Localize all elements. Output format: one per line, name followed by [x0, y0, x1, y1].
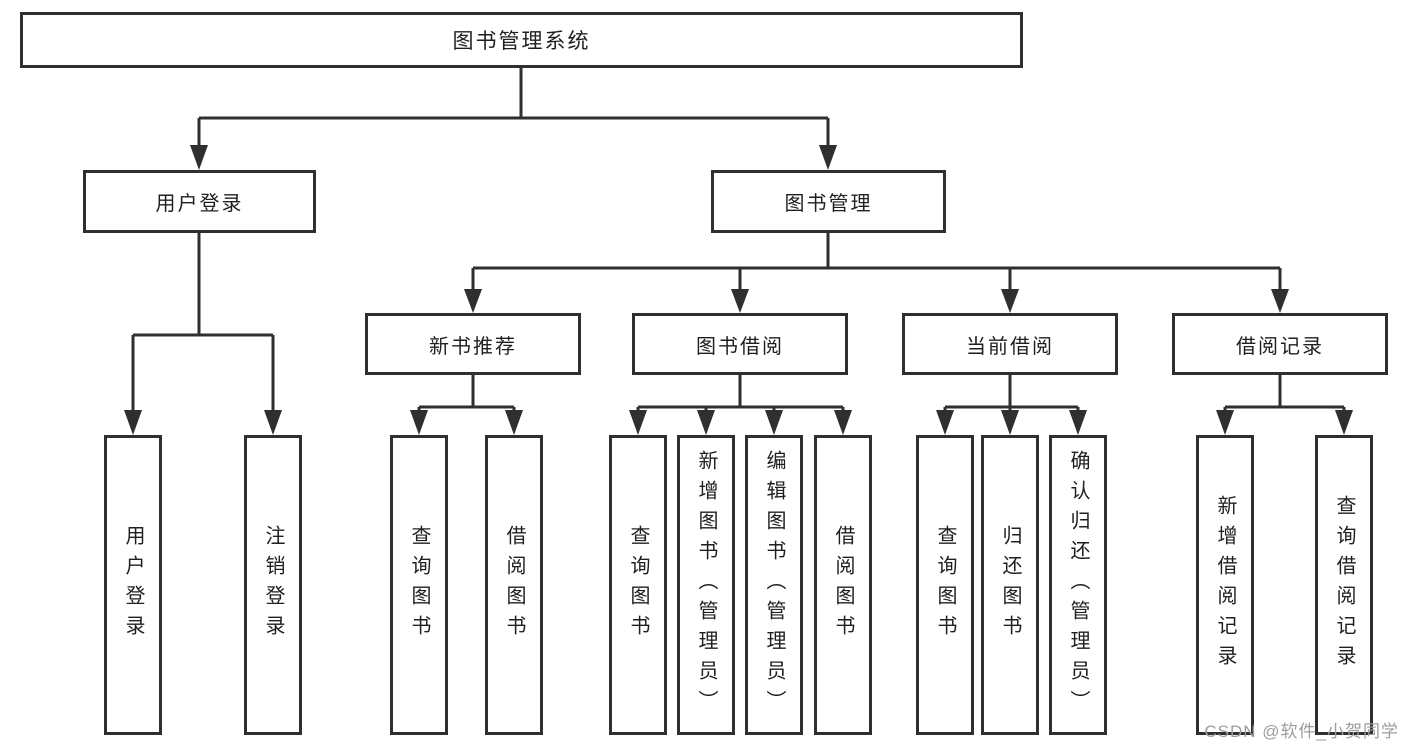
leaf-label: 查询图书 — [627, 525, 649, 645]
leaf-label: 归还图书 — [999, 525, 1021, 645]
node-label: 图书管理系统 — [452, 30, 591, 53]
connectors-user-login-children — [124, 233, 282, 435]
leaf-label: 新增借阅记录 — [1214, 495, 1236, 675]
leaf-logout: 注销登录 — [244, 435, 302, 735]
leaf-query-books-1: 查询图书 — [390, 435, 448, 735]
arrowhead — [765, 410, 783, 435]
node-new-book-recommendation: 新书推荐 — [365, 313, 581, 375]
node-book-borrowing: 图书借阅 — [632, 313, 848, 375]
arrowhead — [697, 410, 715, 435]
arrowhead — [464, 289, 482, 313]
leaf-label: 新增图书（管理员） — [695, 450, 717, 720]
node-label: 图书借阅 — [696, 335, 784, 358]
arrowhead — [1271, 289, 1289, 313]
leaf-query-books-2: 查询图书 — [609, 435, 667, 735]
leaf-add-book-admin: 新增图书（管理员） — [677, 435, 735, 735]
leaf-label: 确认归还（管理员） — [1067, 450, 1089, 720]
leaf-add-borrow-record: 新增借阅记录 — [1196, 435, 1254, 735]
csdn-watermark: CSDN @软件_小贺同学 — [1204, 722, 1399, 741]
node-label: 新书推荐 — [429, 335, 517, 358]
connectors-book-borrow-children — [629, 375, 852, 435]
arrowhead — [124, 410, 142, 435]
leaf-label: 查询借阅记录 — [1333, 495, 1355, 675]
arrowhead — [834, 410, 852, 435]
leaf-label: 查询图书 — [934, 525, 956, 645]
leaf-borrow-books-1: 借阅图书 — [485, 435, 543, 735]
arrowhead — [629, 410, 647, 435]
node-user-login: 用户登录 — [83, 170, 316, 233]
node-borrowing-records: 借阅记录 — [1172, 313, 1388, 375]
leaf-return-book: 归还图书 — [981, 435, 1039, 735]
node-library-management-system: 图书管理系统 — [20, 12, 1023, 68]
leaf-query-books-3: 查询图书 — [916, 435, 974, 735]
arrowhead — [190, 145, 208, 170]
node-book-management: 图书管理 — [711, 170, 946, 233]
leaf-borrow-books-2: 借阅图书 — [814, 435, 872, 735]
arrowhead — [1001, 289, 1019, 313]
leaf-label: 注销登录 — [262, 525, 284, 645]
arrowhead — [1001, 410, 1019, 435]
arrowhead — [819, 145, 837, 170]
arrowhead — [264, 410, 282, 435]
arrowhead — [505, 410, 523, 435]
leaf-user-login: 用户登录 — [104, 435, 162, 735]
arrowhead — [1335, 410, 1353, 435]
node-label: 用户登录 — [155, 193, 244, 215]
connectors-new-book-rec-children — [410, 375, 523, 435]
node-label: 当前借阅 — [966, 335, 1054, 358]
leaf-query-borrow-record: 查询借阅记录 — [1315, 435, 1373, 735]
leaf-label: 查询图书 — [408, 525, 430, 645]
node-current-borrowing: 当前借阅 — [902, 313, 1118, 375]
leaf-label: 借阅图书 — [832, 525, 854, 645]
leaf-label: 编辑图书（管理员） — [763, 450, 785, 720]
leaf-label: 借阅图书 — [503, 525, 525, 645]
arrowhead — [1216, 410, 1234, 435]
connectors-book-mgmt-children — [464, 233, 1289, 313]
arrowhead — [1069, 410, 1087, 435]
node-label: 图书管理 — [784, 193, 873, 215]
arrowhead — [410, 410, 428, 435]
connectors-current-borrow-children — [936, 375, 1087, 435]
leaf-edit-book-admin: 编辑图书（管理员） — [745, 435, 803, 735]
connectors-root-to-level2 — [190, 66, 837, 170]
connectors-borrow-records-children — [1216, 375, 1353, 435]
node-label: 借阅记录 — [1236, 335, 1324, 358]
arrowhead — [731, 289, 749, 313]
leaf-label: 用户登录 — [122, 525, 144, 645]
arrowhead — [936, 410, 954, 435]
leaf-confirm-return-admin: 确认归还（管理员） — [1049, 435, 1107, 735]
